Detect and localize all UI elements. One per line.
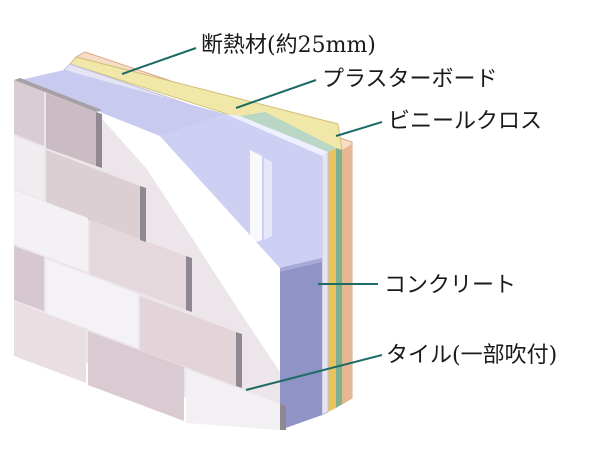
green-film-layer bbox=[240, 112, 342, 408]
concrete-layer bbox=[20, 70, 322, 430]
label-tile: タイル(一部吹付) bbox=[386, 343, 557, 368]
leader-lines bbox=[121, 47, 383, 391]
label-vinyl-cloth: ビニールクロス bbox=[388, 109, 542, 134]
leader-line-vinyl-cloth bbox=[335, 121, 383, 137]
leader-line-insulation bbox=[121, 47, 197, 75]
leader-line-plasterboard bbox=[235, 79, 317, 109]
label-concrete: コンクリート bbox=[384, 273, 516, 298]
label-plasterboard: プラスターボード bbox=[322, 67, 498, 92]
label-insulation: 断熱材(約25mm) bbox=[201, 33, 376, 58]
leader-line-tile bbox=[245, 354, 383, 391]
tile-layer bbox=[14, 78, 286, 430]
callout-labels: 断熱材(約25mm) プラスターボード ビニールクロス コンクリート タイル(一… bbox=[201, 33, 557, 368]
